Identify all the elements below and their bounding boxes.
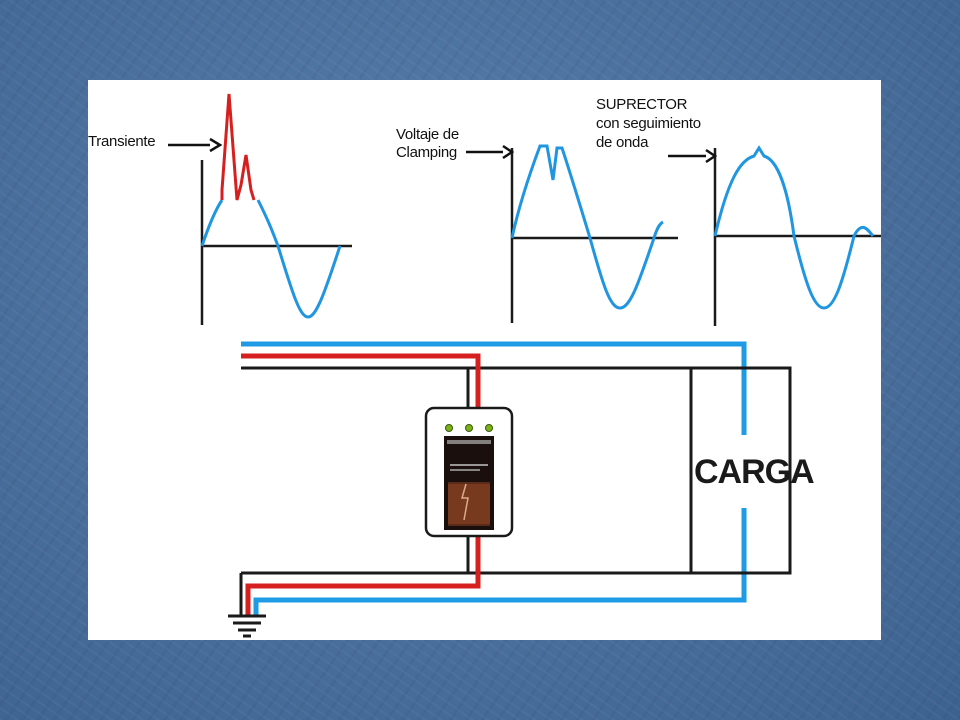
wire-blue-top [241, 341, 747, 435]
diagram-panel: Transiente Voltaje de Clamping SUPRECTOR… [88, 80, 881, 640]
transient-label: Transiente [88, 133, 156, 150]
waveform-3-tracked-sine [713, 145, 875, 310]
device-lightning-image [448, 482, 490, 526]
waveform-1-sine [200, 199, 342, 319]
waveform-suprector [668, 145, 881, 326]
waveform-2-clamped-sine [510, 144, 664, 310]
wire-red-bottom [245, 535, 481, 615]
ground-symbol-icon [228, 614, 266, 638]
device-led-3 [485, 424, 493, 432]
waveform-clamping [466, 144, 678, 323]
diagram-svg [168, 93, 881, 638]
suprector-arrow-head [705, 148, 718, 164]
clamping-label-line2: Clamping [396, 144, 457, 161]
device-led-1 [445, 424, 453, 432]
waveform-1-transient-spike [220, 93, 256, 201]
suppressor-device [424, 406, 514, 538]
device-led-2 [465, 424, 473, 432]
wire-red-top [241, 353, 481, 410]
waveform-transient [168, 93, 352, 325]
suprector-label-line3: de onda [596, 134, 649, 151]
suprector-label-line2: con seguimiento [596, 115, 701, 132]
transient-arrow-head [209, 137, 223, 153]
suprector-label-line1: SUPRECTOR [596, 96, 688, 113]
clamping-label-line1: Voltaje de [396, 126, 459, 143]
load-label: CARGA [694, 453, 815, 491]
wire-blue-bottom [253, 508, 747, 615]
wiring-circuit [228, 341, 792, 638]
clamping-arrow-head [502, 144, 515, 160]
